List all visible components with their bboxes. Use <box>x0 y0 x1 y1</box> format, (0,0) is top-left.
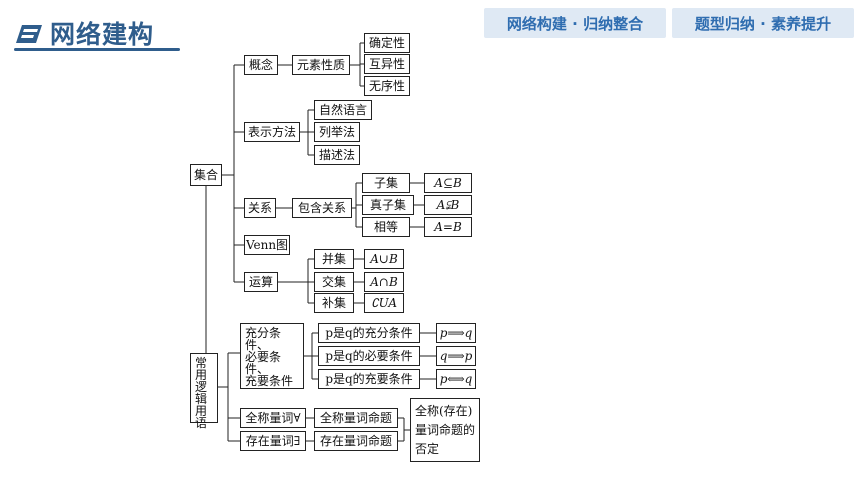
node-concept: 概念 <box>244 55 278 75</box>
node-equal-symbol: A=B <box>424 217 472 237</box>
node-operation: 运算 <box>244 272 278 292</box>
title-text: 网络建构 <box>50 20 155 49</box>
node-intersection: 交集 <box>314 272 354 292</box>
node-element-property: 元素性质 <box>292 55 350 75</box>
node-universal-proposition: 全称量词命题 <box>314 408 398 428</box>
pencil-icon <box>16 25 42 43</box>
node-negation-line: 全称(存在) <box>415 404 473 419</box>
node-universal: 全称量词∀ <box>240 408 306 428</box>
node-conditions-line: 充分条件、 <box>245 326 282 352</box>
node-logic-terms-line: 用语 <box>195 404 208 430</box>
node-logic-terms: 常用 逻辑 用语 <box>190 353 218 429</box>
node-negation-line: 量词命题的 <box>415 422 476 437</box>
node-iff-symbol: p⟺q <box>436 369 476 389</box>
node-union-symbol: A∪B <box>364 249 404 269</box>
node-proper-subset: 真子集 <box>362 195 414 215</box>
node-definite: 确定性 <box>364 33 410 53</box>
node-logic-terms-line: 逻辑 <box>195 380 208 406</box>
node-union: 并集 <box>314 249 354 269</box>
node-subset: 子集 <box>362 173 410 193</box>
node-conditions-line: 必要条件、 <box>245 350 282 376</box>
node-complement: 补集 <box>314 293 354 313</box>
node-sufficient: p是q的充分条件 <box>318 323 420 343</box>
node-necessary: p是q的必要条件 <box>318 346 420 366</box>
node-intersection-symbol: A∩B <box>364 272 404 292</box>
node-necessary-symbol: q⟹p <box>436 346 476 366</box>
node-existential-proposition: 存在量词命题 <box>314 431 398 451</box>
node-conditions: 充分条件、 必要条件、 充要条件 <box>240 323 304 389</box>
node-description: 描述法 <box>314 145 360 165</box>
tab-problem-types[interactable]: 题型归纳 · 素养提升 <box>672 8 854 38</box>
node-relation: 关系 <box>244 198 276 218</box>
node-complement-symbol: ∁UA <box>364 293 404 313</box>
node-proper-subset-symbol: A⫋B <box>424 195 472 215</box>
tab-network-construction[interactable]: 网络构建 · 归纳整合 <box>484 8 666 38</box>
section-title: 网络建构 <box>14 14 154 52</box>
node-natural-language: 自然语言 <box>314 100 372 120</box>
title-underline <box>14 48 180 51</box>
node-unordered: 无序性 <box>364 76 410 96</box>
node-representation: 表示方法 <box>244 122 300 142</box>
node-enumeration: 列举法 <box>314 122 360 142</box>
node-logic-terms-line: 常用 <box>195 356 208 382</box>
node-conditions-line: 充要条件 <box>245 374 294 388</box>
node-negation: 全称(存在) 量词命题的 否定 <box>410 398 480 462</box>
node-existential: 存在量词∃ <box>240 431 306 451</box>
node-venn: Venn图 <box>244 235 290 255</box>
node-subset-symbol: A⊆B <box>424 173 472 193</box>
node-inclusion: 包含关系 <box>292 198 352 218</box>
node-equal: 相等 <box>362 217 410 237</box>
node-set: 集合 <box>190 164 222 186</box>
node-iff: p是q的充要条件 <box>318 369 420 389</box>
node-sufficient-symbol: p⟹q <box>436 323 476 343</box>
node-distinct: 互异性 <box>364 54 410 74</box>
node-negation-line: 否定 <box>415 441 440 456</box>
